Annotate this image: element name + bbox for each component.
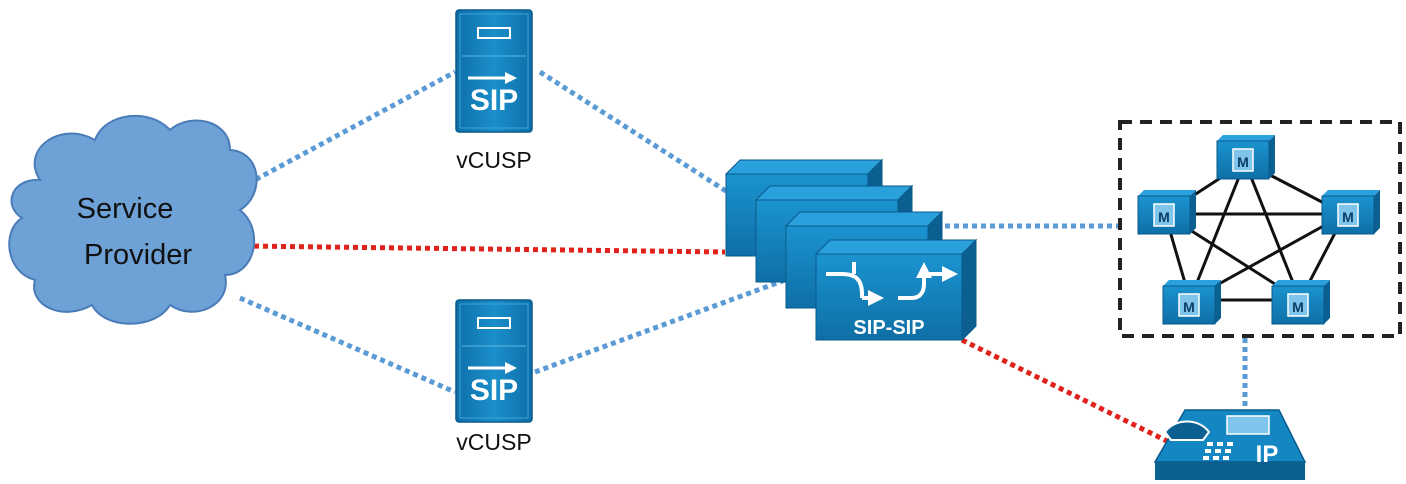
- call-manager-icon: [1232, 148, 1254, 172]
- vcusp-top-label: vCUSP: [456, 147, 531, 173]
- call-manager-node-top: M: [1216, 135, 1275, 180]
- call-manager-node-right: M: [1321, 190, 1380, 235]
- cluster-boundary: [1118, 120, 1402, 338]
- node-glyph: M: [1292, 299, 1304, 315]
- vcusp-top: SIP vCUSP: [455, 9, 533, 173]
- call-manager-icon: [1287, 293, 1309, 317]
- link-vcusp-top-to-sbc: [538, 69, 742, 203]
- cloud-label-line2: Provider: [84, 239, 192, 271]
- call-manager-cluster: M M M M M: [1118, 120, 1402, 338]
- link-cloud-to-vcusp-top: [238, 69, 457, 191]
- link-cloud-to-sbc-red: [244, 243, 726, 255]
- call-manager-node-bottom-left: M: [1162, 280, 1221, 325]
- ip-phone-label: IP: [1256, 441, 1279, 468]
- call-manager-icon: [1153, 203, 1175, 227]
- node-glyph: M: [1183, 299, 1195, 315]
- vcusp-bottom-label: vCUSP: [456, 429, 531, 455]
- node-glyph: M: [1158, 209, 1170, 225]
- ip-phone: IP: [1153, 409, 1307, 480]
- sip-trunk-router-icon: [826, 262, 958, 306]
- sbc-unit-front: SIP-SIP: [814, 238, 978, 342]
- service-provider-cloud: Service Provider: [8, 114, 258, 325]
- link-vcusp-bottom-to-sbc: [534, 277, 786, 375]
- vcusp-bottom: SIP vCUSP: [455, 299, 533, 455]
- link-sbc-to-phone-red: [960, 337, 1177, 448]
- link-cloud-to-vcusp-bottom: [238, 295, 457, 395]
- call-manager-node-bottom-right: M: [1271, 280, 1330, 325]
- node-glyph: M: [1237, 154, 1249, 170]
- sip-proxy-server-icon: SIP: [455, 299, 533, 423]
- cloud-label-line1: Service: [77, 193, 174, 225]
- sbc-stack: SIP-SIP: [724, 158, 978, 342]
- call-manager-icon: [1337, 203, 1359, 227]
- sip-proxy-server-icon: SIP: [455, 9, 533, 133]
- sip-icon-text: SIP: [470, 374, 518, 407]
- call-manager-node-left: M: [1137, 190, 1196, 235]
- sbc-label: SIP-SIP: [853, 317, 924, 339]
- sip-icon-text: SIP: [470, 84, 518, 117]
- ip-phone-icon: [1153, 409, 1307, 480]
- call-manager-icon: [1178, 293, 1200, 317]
- links: [238, 69, 1248, 448]
- cloud-icon: [8, 114, 258, 325]
- node-glyph: M: [1342, 209, 1354, 225]
